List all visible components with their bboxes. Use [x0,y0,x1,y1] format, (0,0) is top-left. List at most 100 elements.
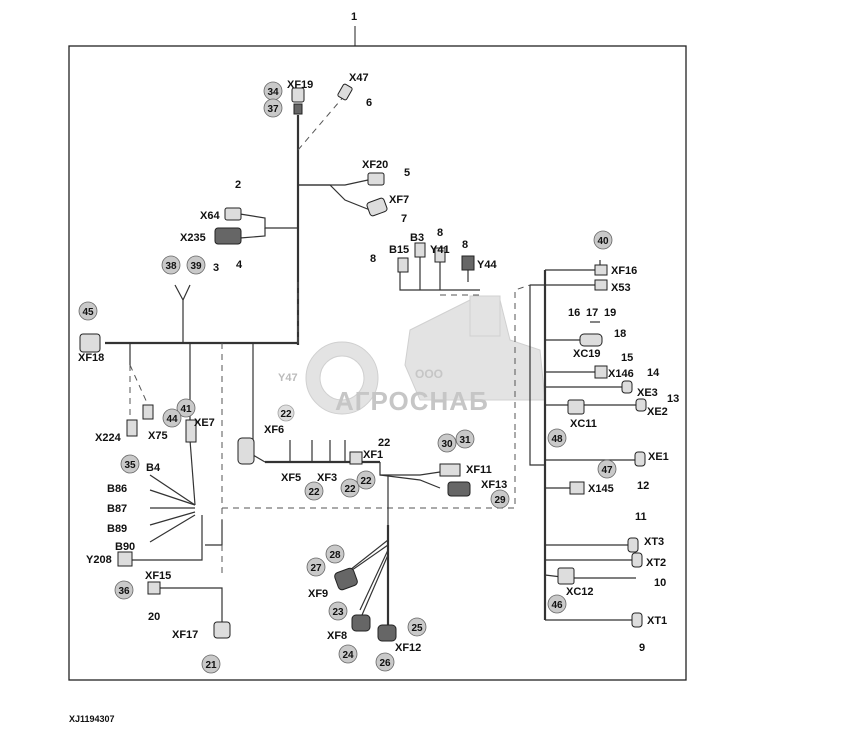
callout-15: 15 [621,352,633,364]
callout-20: 20 [148,611,160,623]
callout-28: 28 [329,550,341,561]
callout-5: 5 [404,167,410,179]
watermark-line2: АГРОСНАБ [335,386,489,416]
callout-18: 18 [614,328,626,340]
label-y47: Y47 [278,372,298,384]
label-y41: Y41 [430,244,450,256]
callout-38: 38 [165,261,177,272]
callout-22-top: 22 [378,437,390,449]
label-b86: B86 [107,483,127,495]
label-b87: B87 [107,503,127,515]
label-b3: B3 [410,232,424,244]
callout-25: 25 [411,623,423,634]
label-xf19: XF19 [287,79,313,91]
label-b15: B15 [389,244,409,256]
diagram-frame [68,45,687,681]
title-number: 1 [351,11,357,23]
callout-36: 36 [118,586,130,597]
callout-4: 4 [236,259,243,271]
harness-wires [105,94,640,628]
callout-8b: 8 [370,253,376,265]
label-y44: Y44 [477,259,497,271]
label-x146: X146 [608,368,634,380]
callout-23: 23 [332,607,344,618]
callout-14: 14 [647,367,660,379]
callout-22e: 22 [360,476,372,487]
label-xf17: XF17 [172,629,198,641]
callout-12: 12 [637,480,649,492]
label-b89: B89 [107,523,127,535]
callout-47: 47 [601,465,613,476]
figure-id: XJ1194307 [69,714,115,724]
callout-10: 10 [654,577,666,589]
callout-22d: 22 [344,484,356,495]
label-xf12: XF12 [395,642,421,654]
label-xf15: XF15 [145,570,171,582]
label-xt3: XT3 [644,536,664,548]
label-xt1: XT1 [647,615,667,627]
label-xf6: XF6 [264,424,284,436]
callout-26: 26 [379,658,391,669]
callout-2: 2 [235,179,241,191]
label-xe1: XE1 [648,451,669,463]
callout-16: 16 [568,307,580,319]
label-b4: B4 [146,462,161,474]
connector-shapes [79,83,647,642]
callout-39: 39 [190,261,202,272]
label-x53: X53 [611,282,631,294]
label-xt2: XT2 [646,557,666,569]
callout-45: 45 [82,307,94,318]
label-x64: X64 [200,210,220,222]
callout-40: 40 [597,236,609,247]
callout-29: 29 [494,495,506,506]
label-x224: X224 [95,432,122,444]
callout-19: 19 [604,307,616,319]
callout-8a: 8 [437,227,443,239]
circle-callouts: 21 22 22 22 22 23 24 25 26 27 28 29 30 3… [78,81,617,674]
label-x145: X145 [588,483,614,495]
label-xf13: XF13 [481,479,507,491]
callout-31: 31 [459,435,471,446]
label-xc19: XC19 [573,348,601,360]
label-xf5: XF5 [281,472,301,484]
label-x47: X47 [349,72,369,84]
label-xf18: XF18 [78,352,104,364]
callout-8c: 8 [462,239,468,251]
label-xf8: XF8 [327,630,347,642]
label-x235: X235 [180,232,206,244]
callout-41: 41 [180,404,192,415]
label-xf9: XF9 [308,588,328,600]
label-xf16: XF16 [611,265,637,277]
label-xc11: XC11 [570,418,597,430]
callout-46: 46 [551,600,563,611]
label-xe7: XE7 [194,417,215,429]
callout-27: 27 [310,563,322,574]
callout-21: 21 [205,660,217,671]
label-x75: X75 [148,430,168,442]
callout-24: 24 [342,650,354,661]
callout-44: 44 [166,414,178,425]
callout-22b: 22 [280,409,292,420]
callout-34: 34 [267,87,279,98]
callout-7: 7 [401,213,407,225]
label-y208: Y208 [86,554,112,566]
label-xf7: XF7 [389,194,409,206]
label-xc12: XC12 [566,586,594,598]
callout-35: 35 [124,460,136,471]
callout-13: 13 [667,393,679,405]
label-xf20: XF20 [362,159,388,171]
callout-11: 11 [635,511,647,523]
label-xf3: XF3 [317,472,337,484]
watermark-line1: ООО [415,367,443,381]
label-xe3: XE3 [637,387,658,399]
callout-30: 30 [441,439,453,450]
label-xf11: XF11 [466,464,492,476]
callout-17: 17 [586,307,598,319]
callout-37: 37 [267,104,279,115]
label-b90: B90 [115,541,135,553]
label-xe2: XE2 [647,406,668,418]
callout-48: 48 [551,434,563,445]
callout-9: 9 [639,642,645,654]
